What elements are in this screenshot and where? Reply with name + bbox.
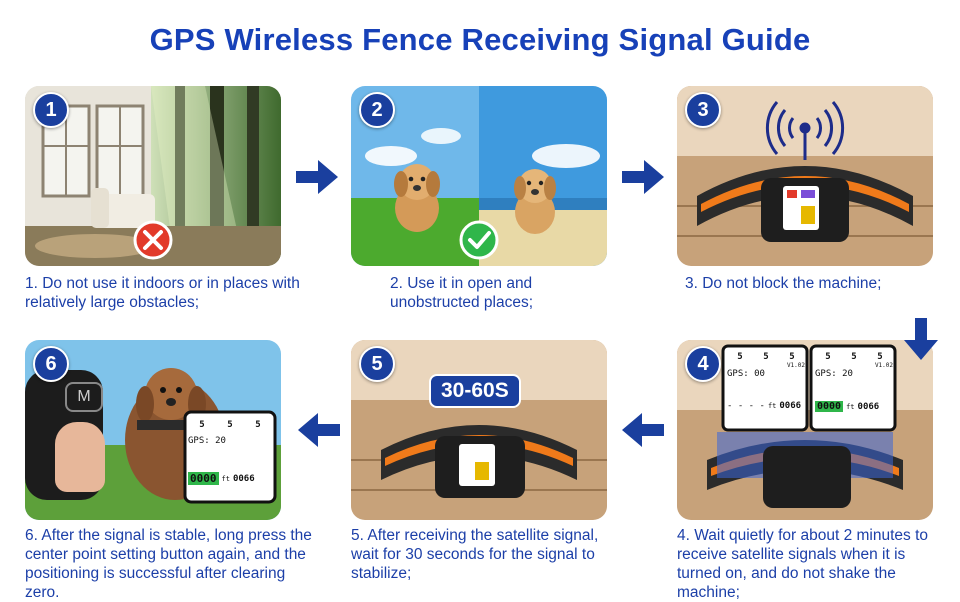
lcd-version: V1.02 xyxy=(874,362,893,369)
arrow-right-icon xyxy=(296,160,338,194)
arrow-left-icon xyxy=(298,413,340,447)
lcd-dashes: - - - - xyxy=(727,401,765,411)
step-3-caption: 3. Do not block the machine; xyxy=(685,275,882,292)
lcd-sat-count: 5 xyxy=(851,352,857,362)
puppy-left xyxy=(394,164,440,232)
step-number-2: 2 xyxy=(359,92,395,128)
check-icon xyxy=(459,220,499,260)
arrow-left-icon xyxy=(622,413,664,447)
lcd-unit: ft xyxy=(767,402,777,410)
lcd-sat-count: 5 xyxy=(255,420,261,430)
step-6-panel: 6 M 5 5 5 GPS: 20 0000 ft 0066 xyxy=(25,340,281,520)
step-4-panel: 4 5 5 5 V1.02 GPS: 00 - - - - ft 0066 5 … xyxy=(677,340,933,520)
step-2-panel: 2 xyxy=(351,86,607,266)
open-field-illustration xyxy=(351,86,607,266)
m-button: M xyxy=(65,382,103,412)
duration-badge: 30-60S xyxy=(429,374,521,408)
arrow-down-icon xyxy=(904,318,938,360)
lcd-zeros: 0000 xyxy=(188,472,219,485)
lcd-sat-count: 5 xyxy=(227,420,233,430)
lcd-sat-count: 5 xyxy=(877,352,883,362)
step-number-4: 4 xyxy=(685,346,721,382)
lcd-sat-count: 5 xyxy=(737,352,743,362)
puppy-right xyxy=(514,169,556,234)
step-number-5: 5 xyxy=(359,346,395,382)
step-3-panel: 3 xyxy=(677,86,933,266)
step-4-caption: 4. Wait quietly for about 2 minutes to r… xyxy=(677,527,928,601)
lcd-sat-count: 5 xyxy=(763,352,769,362)
collar-on-table-illustration xyxy=(677,86,933,266)
step-6-caption: 6. After the signal is stable, long pres… xyxy=(25,527,312,601)
step-number-6: 6 xyxy=(33,346,69,382)
lcd-distance: 0066 xyxy=(232,473,255,484)
step-5-panel: 5 30-60S xyxy=(351,340,607,520)
step-2-caption: 2. Use it in open and unobstructed place… xyxy=(390,275,534,311)
page-title: GPS Wireless Fence Receiving Signal Guid… xyxy=(149,22,811,57)
signal-waves-icon xyxy=(765,101,845,160)
lcd-gps-readout: GPS: 20 xyxy=(188,436,226,446)
cross-icon xyxy=(133,220,173,260)
lcd-unit: ft xyxy=(846,402,855,411)
lcd-gps-readout: GPS: 00 xyxy=(727,369,765,379)
lcd-distance: 0066 xyxy=(779,401,802,411)
lcd-sat-count: 5 xyxy=(199,420,205,430)
lcd-unit: ft xyxy=(221,474,230,483)
lcd-distance: 0066 xyxy=(857,401,880,412)
lcd-version: V1.02 xyxy=(786,362,805,369)
lcd-sat-count: 5 xyxy=(825,352,831,362)
lcd-gps-readout: GPS: 20 xyxy=(815,369,853,379)
step-1-caption: 1. Do not use it indoors or in places wi… xyxy=(25,275,300,311)
indoor-forest-illustration xyxy=(25,86,281,266)
lcd-sat-count: 5 xyxy=(789,352,795,362)
step-5-caption: 5. After receiving the satellite signal,… xyxy=(351,527,599,582)
step-number-3: 3 xyxy=(685,92,721,128)
arrow-right-icon xyxy=(622,160,664,194)
lcd-zeros: 0000 xyxy=(815,401,844,412)
finger-pressing-button xyxy=(55,422,105,492)
step-1-panel: 1 xyxy=(25,86,281,266)
step-number-1: 1 xyxy=(33,92,69,128)
